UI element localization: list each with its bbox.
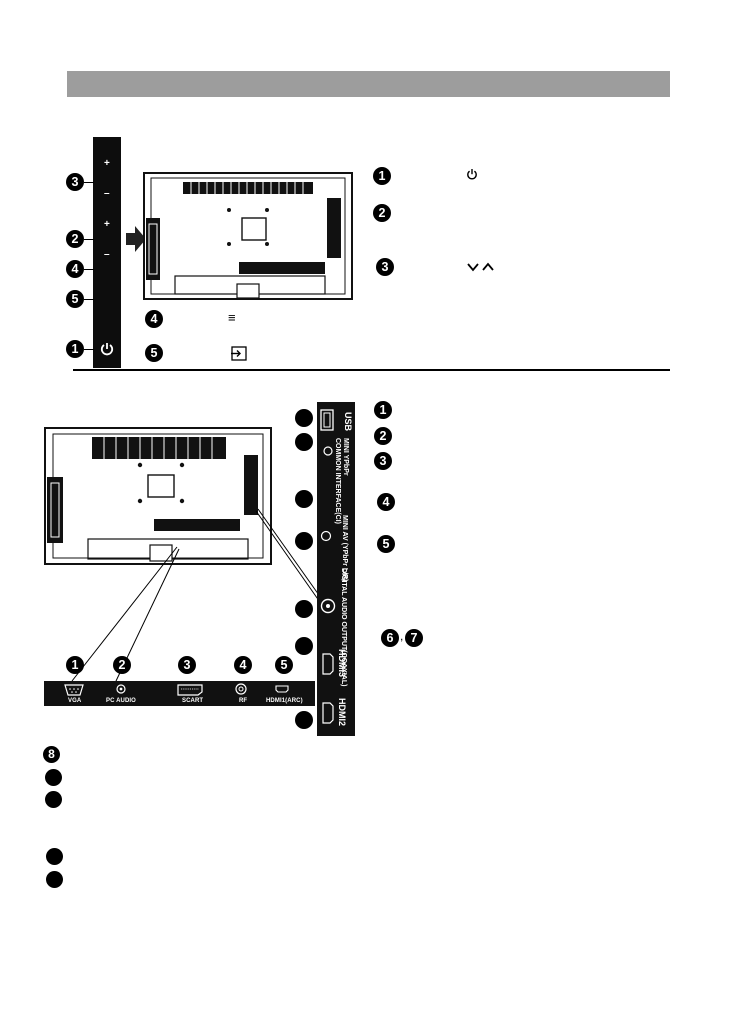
- rear-port-panel: VGA PC AUDIO SCART RF HDMI1(ARC): [44, 681, 315, 706]
- mini-ypbpr-jack-icon: [323, 446, 333, 456]
- mini-ypbpr-label: MINI YPbPr: [342, 438, 349, 476]
- list-callout: [45, 791, 62, 808]
- port-callout-4: 4: [234, 656, 252, 674]
- usb-port-icon: [320, 409, 334, 431]
- connector-legend-7: 7: [405, 629, 423, 647]
- legend-4-badge: 4: [145, 310, 163, 328]
- hdmi3-label: HDMI3: [337, 649, 347, 678]
- hdmi2-port-icon: [322, 702, 334, 724]
- legend-5-badge: 5: [145, 344, 163, 362]
- hdmi2-label: HDMI2: [337, 698, 347, 727]
- scart-label: SCART: [182, 698, 204, 704]
- usb-label: USB: [343, 412, 353, 432]
- port-callout-3: 3: [178, 656, 196, 674]
- common-interface-label: COMMON INTERFACE(CI): [334, 438, 341, 524]
- leader-line: [84, 269, 94, 270]
- connector-legend-5: 5: [377, 535, 395, 553]
- side-port-callout: [295, 600, 313, 618]
- list-callout: [45, 769, 62, 786]
- list-callout: [46, 871, 63, 888]
- tv-rear-illustration-bottom: [44, 427, 272, 565]
- pc-audio-label: PC AUDIO: [106, 698, 136, 704]
- tv-rear-illustration-top: [143, 172, 353, 300]
- connector-legend-6: 6: [381, 629, 399, 647]
- connector-legend-3: 3: [374, 452, 392, 470]
- side-port-callout: [295, 490, 313, 508]
- section-divider: [73, 369, 670, 371]
- callout-5: 5: [66, 290, 84, 308]
- hdmi1-arc-label: HDMI1(ARC): [266, 698, 303, 704]
- side-port-callout: [295, 637, 313, 655]
- side-port-callout: [295, 532, 313, 550]
- leader-line: [84, 299, 94, 300]
- side-port-callout: [295, 433, 313, 451]
- side-control-strip: + – + –: [93, 137, 121, 368]
- input-source-icon: [231, 346, 247, 361]
- hdmi-port-icon: [275, 685, 289, 693]
- port-callout-2: 2: [113, 656, 131, 674]
- hdmi3-port-icon: [322, 653, 334, 675]
- rf-port-icon: [235, 683, 247, 695]
- power-icon: [100, 343, 114, 356]
- leader-line: [84, 182, 94, 183]
- volume-plus-label: +: [104, 158, 110, 169]
- arrow-right-icon: [126, 226, 146, 252]
- callout-2: 2: [66, 230, 84, 248]
- coaxial-jack-icon: [320, 598, 336, 614]
- channel-plus-label: +: [104, 219, 110, 230]
- side-port-callout: [295, 711, 313, 729]
- leader-line: [84, 349, 94, 350]
- connector-legend-1: 1: [374, 401, 392, 419]
- callout-1: 1: [66, 340, 84, 358]
- side-connector-panel: USB MINI YPbPr COMMON INTERFACE(CI) MINI…: [317, 402, 355, 736]
- vga-port-icon: [64, 684, 84, 696]
- rf-label: RF: [239, 698, 248, 704]
- pc-audio-jack-icon: [116, 684, 126, 694]
- legend-1-badge: 1: [373, 167, 391, 185]
- port-callout-5: 5: [275, 656, 293, 674]
- section-header-bar: [67, 71, 670, 97]
- scart-port-icon: [177, 684, 203, 696]
- mini-av-jack-icon: [320, 530, 332, 542]
- channel-minus-label: –: [104, 249, 110, 260]
- power-icon: [467, 169, 477, 180]
- vga-label: VGA: [68, 698, 82, 704]
- chevron-down-up-icon: [467, 262, 494, 272]
- list-callout: [46, 848, 63, 865]
- menu-icon: ≡: [228, 310, 236, 325]
- port-callout-1: 1: [66, 656, 84, 674]
- legend-3-badge: 3: [376, 258, 394, 276]
- side-port-callout: [295, 409, 313, 427]
- leader-line: [84, 239, 94, 240]
- legend-comma: ,: [400, 629, 404, 643]
- connector-legend-4: 4: [377, 493, 395, 511]
- callout-4: 4: [66, 260, 84, 278]
- volume-minus-label: –: [104, 188, 110, 199]
- callout-3: 3: [66, 173, 84, 191]
- legend-2-badge: 2: [373, 204, 391, 222]
- list-callout-8: 8: [43, 746, 60, 763]
- connector-legend-2: 2: [374, 427, 392, 445]
